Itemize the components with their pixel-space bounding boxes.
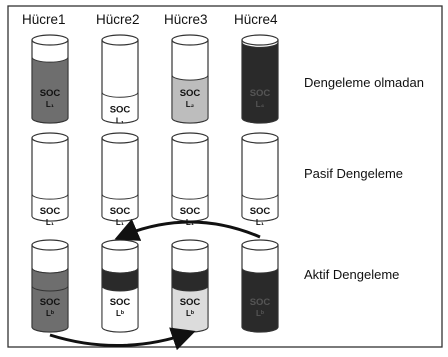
cylinder-top [241,239,279,251]
soc-subscript: L₁ [256,218,265,227]
row-label-active: Aktif Dengeleme [304,267,400,282]
charge-level [241,194,279,222]
cylinder-top [31,132,69,144]
soc-label: SOC [40,88,61,99]
soc-label: SOC [110,297,131,308]
cell-header-3: Hücre3 [164,12,208,27]
row-label-no-balancing: Dengeleme olmadan [304,75,424,90]
soc-subscript: Lᵇ [256,309,264,318]
soc-subscript: Lᵇ [46,309,54,318]
charge-band [101,267,139,292]
charge-band [171,267,209,292]
cylinder-top [241,132,279,144]
cell-header-4: Hücre4 [234,12,278,27]
arrow-group [49,218,261,351]
charge-level [241,42,279,124]
cell-header-1: Hücre1 [22,12,66,27]
charge-level [31,194,69,222]
soc-subscript: L₁ [46,218,55,227]
soc-label: SOC [180,297,201,308]
charge-level [31,57,69,124]
soc-label: SOC [250,297,271,308]
soc-subscript: Lᵇ [186,309,194,318]
soc-subscript: L₁ [116,218,125,227]
charge-level [101,194,139,222]
cylinder-top [31,239,69,251]
soc-label: SOC [250,88,271,99]
cell-header-2: Hücre2 [96,12,140,27]
soc-label: SOC [180,88,201,99]
soc-subscript: Lᵇ [116,309,124,318]
charge-band [31,267,69,292]
soc-subscript: L₁ [116,116,125,125]
soc-label: SOC [250,206,271,217]
cylinder-top [171,239,209,251]
soc-subscript: L₁ [46,100,55,109]
cylinder-top [171,132,209,144]
cylinder-top [171,34,209,46]
outer-frame [7,5,443,348]
transfer-arrow [114,218,261,241]
soc-subscript: L₄ [256,100,265,109]
cylinder-top [101,239,139,251]
soc-label: SOC [110,104,131,115]
soc-subscript: L₂ [186,100,195,109]
row-label-passive: Pasif Dengeleme [304,166,403,181]
transfer-arrow [49,327,196,351]
charge-level [241,267,279,333]
charge-level [171,194,209,222]
charge-level [101,92,139,124]
cylinder-top [101,34,139,46]
soc-label: SOC [40,297,61,308]
charge-level [171,74,209,124]
cylinder-top [241,34,279,46]
soc-label: SOC [110,206,131,217]
soc-label: SOC [40,206,61,217]
cylinder-top [101,132,139,144]
cylinder-top [31,34,69,46]
soc-label: SOC [180,206,201,217]
